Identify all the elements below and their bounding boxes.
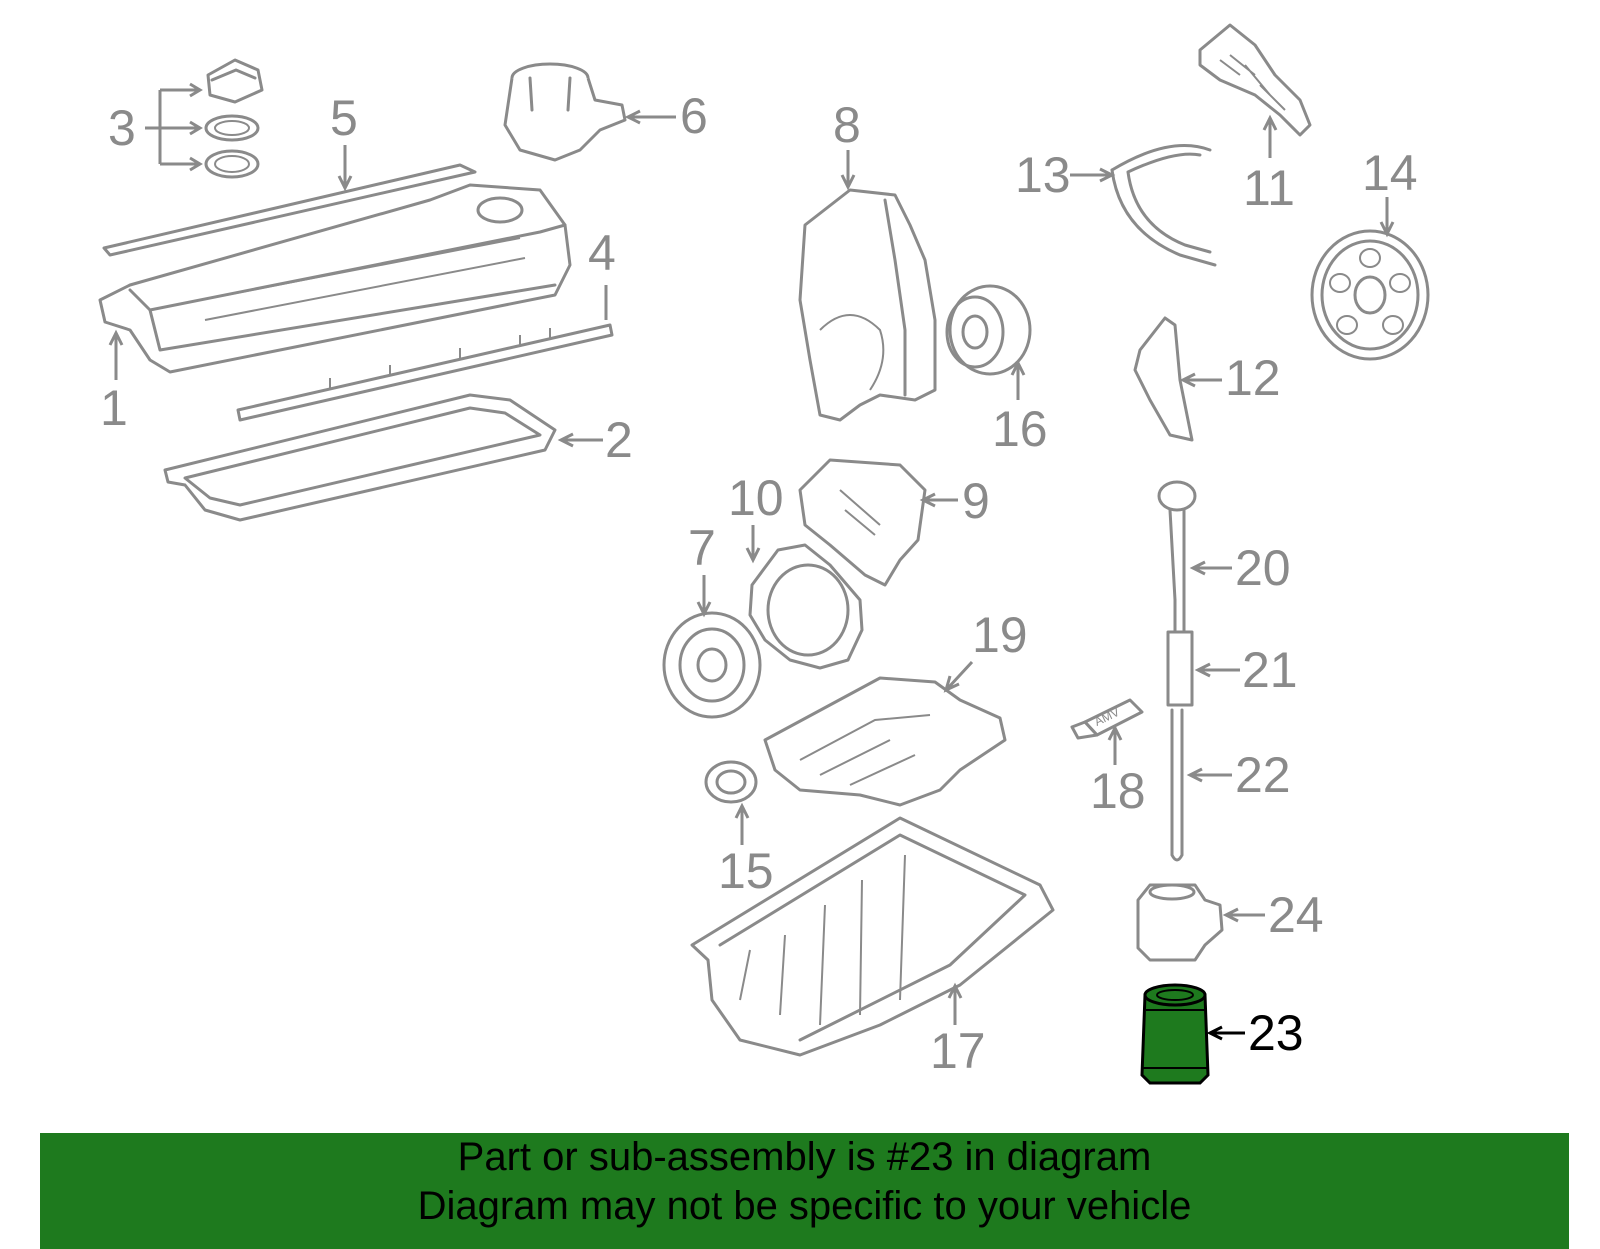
- callout-10-label: 10: [728, 470, 784, 526]
- part-19-oil-baffle[interactable]: [763, 676, 1007, 807]
- callout-23-label: 23: [1248, 1005, 1304, 1061]
- callout-3: 3: [108, 82, 203, 172]
- part-4-intake-gasket[interactable]: [236, 323, 614, 422]
- callout-17-label: 17: [930, 1023, 986, 1079]
- callout-14: 14: [1362, 145, 1418, 238]
- callout-12-label: 12: [1225, 350, 1281, 406]
- callout-20: 20: [1189, 540, 1291, 596]
- callout-8: 8: [833, 97, 861, 191]
- part-9-cover-plate[interactable]: [798, 458, 927, 587]
- callout-12: 12: [1179, 350, 1281, 406]
- callout-6: 6: [624, 88, 708, 144]
- callout-16: 16: [992, 359, 1048, 457]
- footer-line-2: Diagram may not be specific to your vehi…: [417, 1184, 1192, 1228]
- callout-10: 10: [728, 470, 784, 564]
- part-1-valve-cover[interactable]: [98, 183, 572, 374]
- callout-16-label: 16: [992, 401, 1048, 457]
- callout-24: 24: [1222, 887, 1324, 943]
- callout-21-label: 21: [1242, 642, 1298, 698]
- part-7-crank-pulley[interactable]: [662, 611, 762, 719]
- callout-4-label: 4: [588, 225, 616, 281]
- part-22-dipstick-tube[interactable]: [1170, 708, 1184, 862]
- callout-5: 5: [330, 90, 358, 192]
- part-21-dipstick-guide[interactable]: [1166, 598, 1194, 707]
- callout-9: 9: [919, 473, 990, 529]
- callout-13: 13: [1015, 147, 1116, 203]
- callout-24-label: 24: [1268, 887, 1324, 943]
- part-14-cam-sprocket[interactable]: [1310, 229, 1430, 361]
- footer-line-1: Part or sub-assembly is #23 in diagram: [457, 1135, 1152, 1179]
- part-17-oil-pan[interactable]: [690, 816, 1055, 1057]
- callout-11: 11: [1243, 114, 1295, 216]
- part-18-sealant-tube[interactable]: AMV: [1070, 698, 1144, 740]
- callout-20-label: 20: [1235, 540, 1291, 596]
- part-16-tensioner-pulley[interactable]: [945, 284, 1032, 376]
- callout-5-label: 5: [330, 90, 358, 146]
- callout-8-label: 8: [833, 97, 861, 153]
- callout-1: 1: [100, 329, 128, 436]
- part-5-valve-cover-gasket[interactable]: [102, 163, 477, 257]
- callout-3-label: 3: [108, 100, 136, 156]
- callout-21: 21: [1194, 642, 1298, 698]
- callout-7-label: 7: [688, 520, 716, 576]
- callout-22-label: 22: [1235, 747, 1291, 803]
- callout-4: 4: [588, 225, 616, 320]
- callout-2: 2: [557, 412, 633, 468]
- callout-18-label: 18: [1090, 763, 1146, 819]
- part-8-timing-belt-cover[interactable]: [798, 188, 937, 422]
- part-24-filter-housing[interactable]: [1136, 883, 1224, 962]
- part-2-pan-gasket[interactable]: [163, 393, 557, 522]
- callout-18: 18: [1090, 724, 1146, 819]
- callout-7: 7: [688, 520, 716, 618]
- part-15-crank-sprocket[interactable]: [704, 760, 758, 804]
- part-10-seal-carrier[interactable]: [748, 543, 864, 670]
- callout-15: 15: [718, 802, 774, 899]
- callout-19: 19: [943, 607, 1028, 693]
- callout-15-label: 15: [718, 843, 774, 899]
- callout-22: 22: [1186, 747, 1291, 803]
- callout-13-label: 13: [1015, 147, 1071, 203]
- footer-banner: Part or sub-assembly is #23 in diagram D…: [40, 1133, 1569, 1249]
- callout-9-label: 9: [962, 473, 990, 529]
- part-6-oil-filler-neck[interactable]: [503, 62, 627, 162]
- part-11-upper-timing-cover[interactable]: [1198, 23, 1312, 137]
- part-20-dipstick[interactable]: [1157, 480, 1197, 602]
- part-12-rear-timing-cover[interactable]: [1133, 316, 1194, 442]
- callout-2-label: 2: [605, 412, 633, 468]
- callout-17: 17: [930, 982, 986, 1079]
- part-23-oil-filter[interactable]: [1140, 983, 1210, 1085]
- part-3-oil-filler-cap[interactable]: [204, 58, 264, 179]
- part-13-timing-belt[interactable]: [1110, 144, 1217, 267]
- callout-14-label: 14: [1362, 145, 1418, 201]
- callout-23: 23: [1206, 1005, 1304, 1061]
- callout-19-label: 19: [972, 607, 1028, 663]
- callout-1-label: 1: [100, 380, 128, 436]
- callout-6-label: 6: [680, 88, 708, 144]
- callout-11-label: 11: [1243, 160, 1295, 216]
